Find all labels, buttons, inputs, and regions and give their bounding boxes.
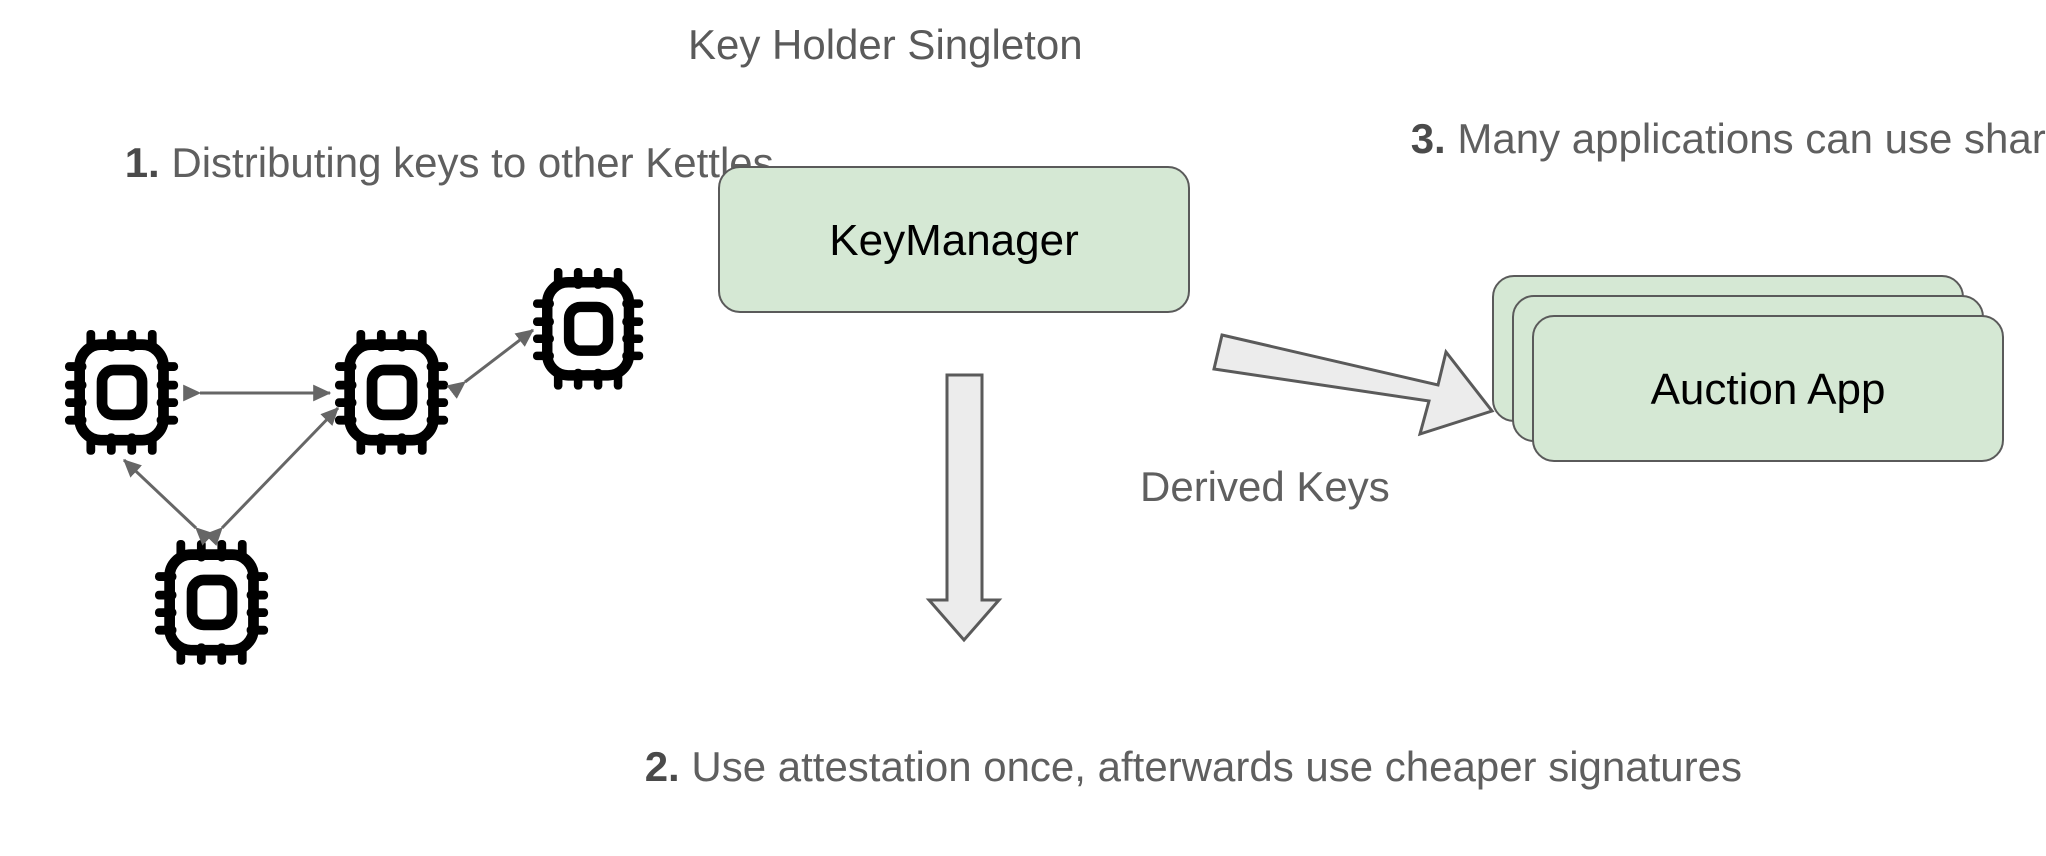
kettle-4-chip-icon — [155, 540, 269, 665]
attestation-down-arrow — [925, 373, 1003, 643]
note-2-number: 2. — [644, 742, 692, 790]
note-3-text: Many applications can use shared attesta… — [1457, 114, 2046, 162]
auction-app-label: Auction App — [1650, 365, 1886, 414]
note-3: 3. Many applications can use shared atte… — [1364, 58, 2046, 219]
kettle-3-chip-icon — [533, 268, 644, 390]
key-manager-box[interactable]: KeyManager — [718, 166, 1190, 313]
note-2: 2. Use attestation once, afterwards use … — [598, 686, 1742, 847]
kettle-2-chip-icon — [335, 330, 449, 455]
key-manager-label: KeyManager — [829, 216, 1079, 265]
kettle-link-1-4 — [122, 458, 214, 546]
derived-keys-arrow — [1212, 333, 1495, 437]
kettle-link-2-4 — [204, 406, 340, 546]
page-title: Key Holder Singleton — [688, 21, 1083, 68]
note-2-text: Use attestation once, afterwards use che… — [691, 742, 1742, 790]
note-3-number: 3. — [1410, 114, 1458, 162]
derived-keys-label: Derived Keys — [1140, 463, 1390, 510]
kettle-1-chip-icon — [65, 330, 179, 455]
note-1: 1. Distributing keys to other Kettles — [78, 82, 774, 243]
note-1-text: Distributing keys to other Kettles — [171, 138, 774, 186]
note-1-number: 1. — [124, 138, 172, 186]
auction-app-box-front[interactable]: Auction App — [1532, 315, 2004, 462]
kettle-link-2-3 — [446, 328, 534, 399]
